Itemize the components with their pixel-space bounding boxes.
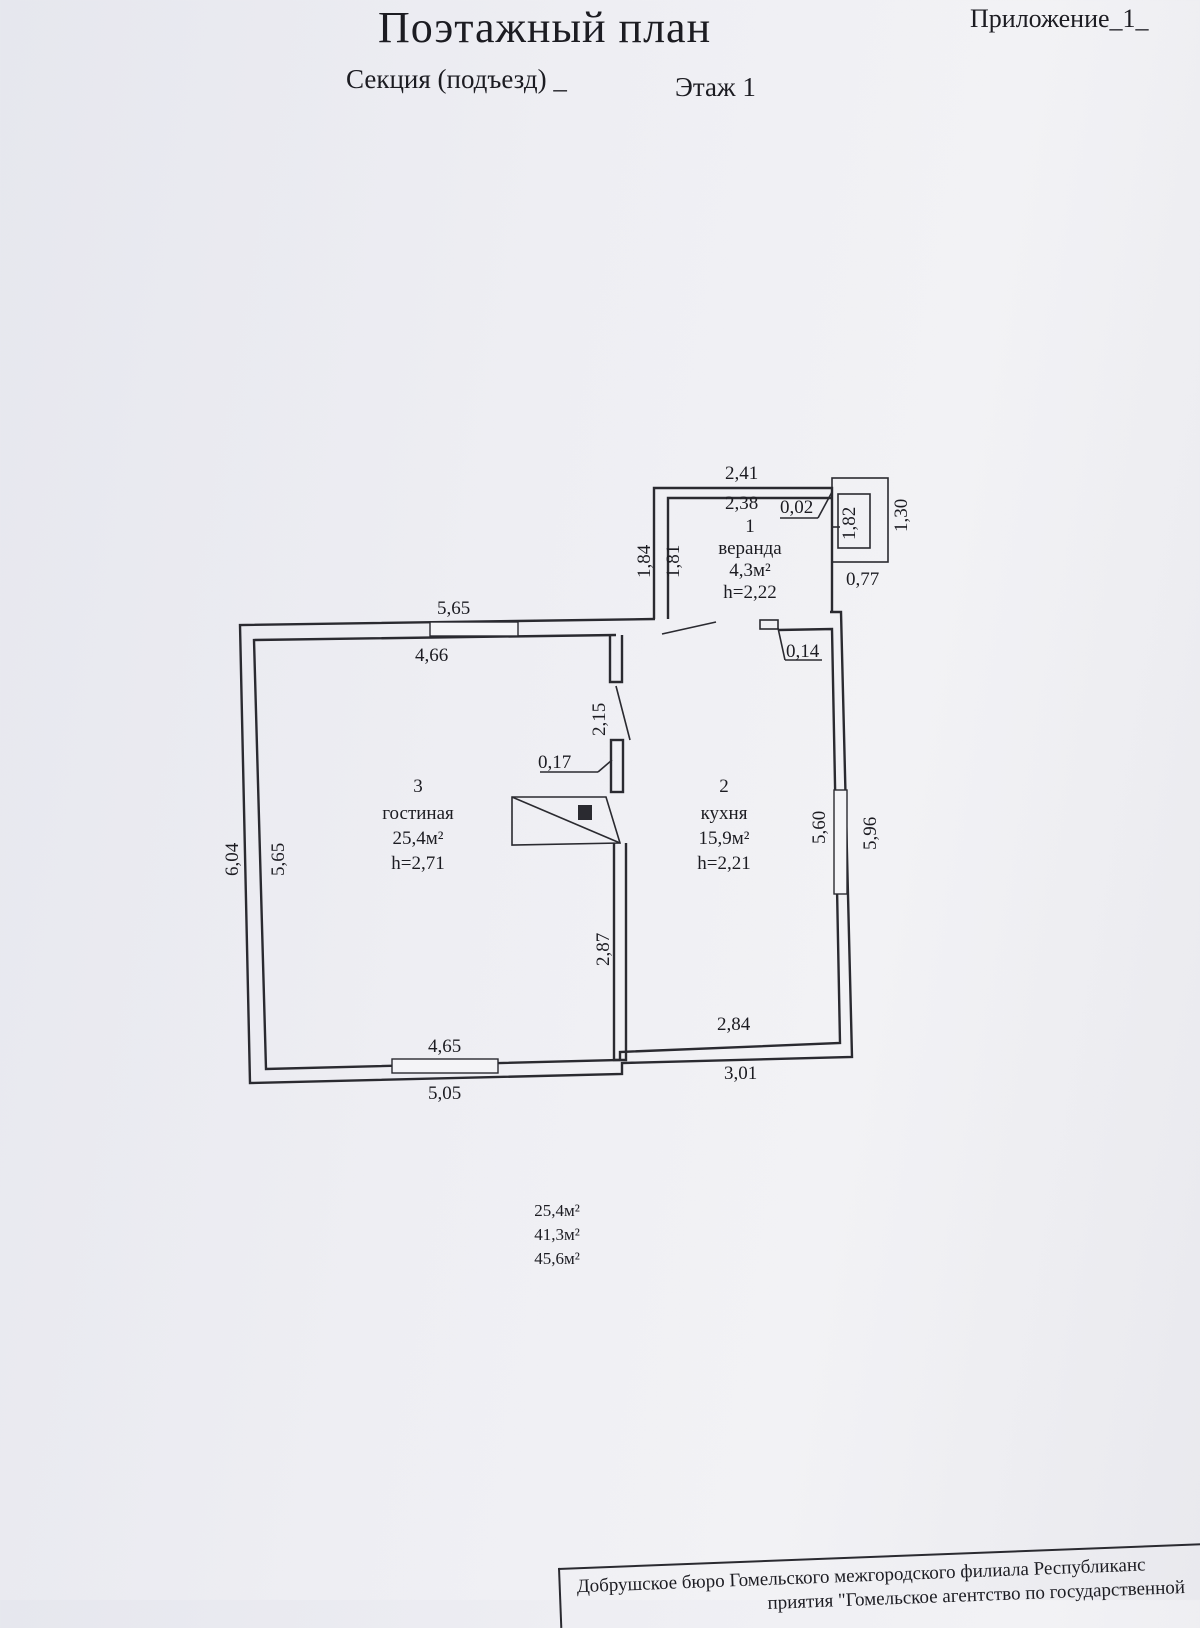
dim-chimney: 0,14 bbox=[786, 641, 820, 662]
room-height: h=2,21 bbox=[697, 853, 750, 874]
dim-annex-outer: 1,30 bbox=[891, 499, 912, 532]
partition-middle bbox=[609, 738, 625, 794]
room-name: гостиная bbox=[382, 803, 454, 824]
room-area: 15,9м² bbox=[699, 828, 750, 849]
dim-right-outer: 5,96 bbox=[860, 817, 881, 850]
dim-annex-bottom: 0,77 bbox=[846, 569, 879, 590]
room-area: 4,3м² bbox=[729, 560, 771, 581]
stove-firebox bbox=[578, 805, 592, 820]
annex bbox=[831, 477, 889, 563]
room-name: кухня bbox=[701, 803, 748, 824]
inner-wall bbox=[252, 627, 842, 1071]
partition-upper bbox=[608, 635, 624, 684]
floor-label: Этаж 1 bbox=[675, 72, 756, 102]
page-title: Поэтажный план bbox=[378, 3, 712, 52]
leader-0-17-b bbox=[597, 759, 613, 773]
annex-inner bbox=[837, 493, 871, 549]
dim-veranda-left-inner: 1,81 bbox=[663, 545, 684, 578]
window-right bbox=[833, 789, 848, 895]
total-gross-area: 45,6м² bbox=[534, 1249, 580, 1268]
dim-bottom-outer-right: 3,01 bbox=[724, 1063, 757, 1084]
dim-veranda-top-outer: 2,41 bbox=[725, 463, 758, 484]
window-top bbox=[429, 621, 519, 637]
room-area: 25,4м² bbox=[393, 828, 444, 849]
veranda-inner-wall bbox=[666, 496, 832, 619]
dim-veranda-top-inner: 2,38 bbox=[725, 493, 758, 514]
dimensions: 2,41 2,38 0,02 1,84 1,81 1,82 1,30 0,77 … bbox=[222, 463, 912, 1104]
total-total-area: 41,3м² bbox=[534, 1225, 580, 1244]
partition-door bbox=[615, 685, 631, 741]
dim-partition-lower: 2,87 bbox=[593, 933, 614, 966]
dim-veranda-gap: 0,02 bbox=[780, 497, 813, 518]
dim-top-outer: 5,65 bbox=[437, 598, 470, 619]
partition-lower bbox=[612, 843, 628, 1062]
room-number: 3 bbox=[413, 776, 423, 797]
room-number: 2 bbox=[719, 776, 729, 797]
dim-bottom-outer-left: 5,05 bbox=[428, 1083, 461, 1104]
dim-left-outer: 6,04 bbox=[222, 842, 243, 876]
area-totals: 25,4м² 41,3м² 45,6м² bbox=[534, 1201, 580, 1268]
veranda-door bbox=[661, 621, 717, 635]
chimney bbox=[759, 619, 779, 630]
total-living-area: 25,4м² bbox=[534, 1201, 580, 1220]
dim-veranda-left-outer: 1,84 bbox=[634, 544, 655, 578]
room-name: веранда bbox=[718, 538, 782, 559]
dim-partition-thickness: 0,17 bbox=[538, 752, 571, 773]
appendix-label: Приложение_1_ bbox=[970, 4, 1149, 33]
section-label: Секция (подъезд) _ bbox=[346, 64, 567, 94]
dim-right-inner: 5,60 bbox=[809, 811, 830, 844]
room-kitchen: 2 кухня 15,9м² h=2,21 bbox=[697, 776, 750, 874]
room-number: 1 bbox=[745, 516, 755, 537]
dim-bottom-inner-left: 4,65 bbox=[428, 1036, 461, 1057]
room-veranda: 1 веранда 4,3м² h=2,22 bbox=[718, 516, 782, 603]
dim-left-inner: 5,65 bbox=[268, 843, 289, 876]
stove-diagonal bbox=[511, 796, 621, 844]
window-bottom bbox=[391, 1058, 499, 1074]
walls bbox=[238, 477, 889, 1085]
chimney-leader bbox=[777, 627, 786, 661]
dim-annex-inner: 1,82 bbox=[839, 507, 860, 540]
dim-partition-upper: 2,15 bbox=[589, 703, 610, 736]
room-height: h=2,22 bbox=[723, 582, 776, 603]
leader-0-02-b bbox=[817, 491, 833, 519]
dim-top-inner: 4,66 bbox=[415, 645, 448, 666]
room-height: h=2,71 bbox=[391, 853, 444, 874]
dim-bottom-inner-right: 2,84 bbox=[717, 1014, 751, 1035]
room-living: 3 гостиная 25,4м² h=2,71 bbox=[382, 776, 454, 874]
outer-wall bbox=[238, 610, 854, 1085]
